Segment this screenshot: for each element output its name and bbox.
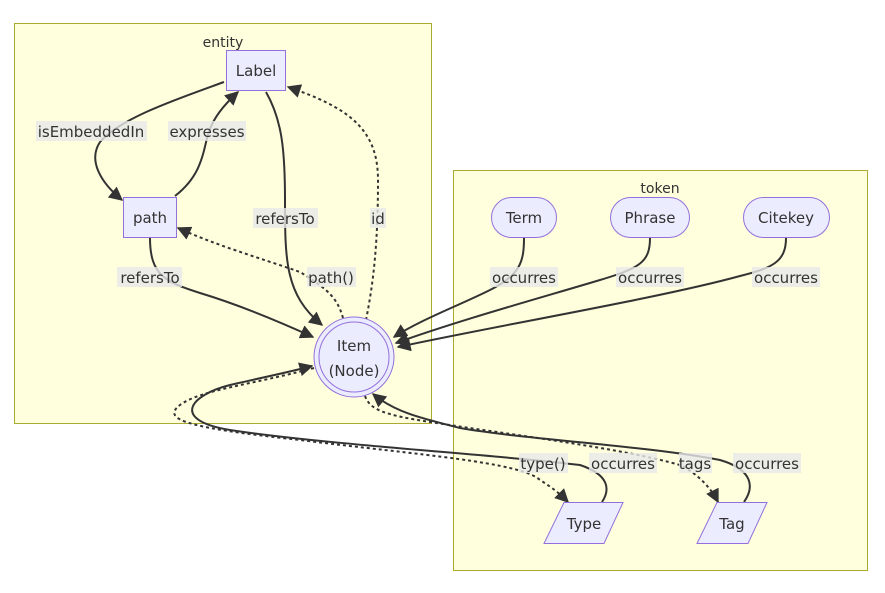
svg-text:Term: Term <box>505 209 542 227</box>
svg-text:type(): type() <box>520 455 565 473</box>
edge-label-to-item[interactable] <box>265 91 324 326</box>
svg-text:Phrase: Phrase <box>625 209 676 227</box>
edge-label-tags: tags <box>679 453 712 473</box>
edge-phrase-to-item[interactable] <box>394 237 651 346</box>
edge-type-to-item[interactable] <box>191 362 608 503</box>
node-item-inner-circle <box>318 321 390 393</box>
svg-text:path(): path() <box>308 269 354 287</box>
node-path[interactable]: path <box>123 197 177 238</box>
edge-label-refersto-path: refersTo <box>117 267 182 287</box>
node-label-box[interactable] <box>226 50 286 91</box>
node-type[interactable]: Type <box>543 502 624 544</box>
node-phrase[interactable]: Phrase <box>610 197 690 238</box>
svg-text:occurres: occurres <box>754 269 818 287</box>
node-label[interactable]: Label <box>226 50 286 91</box>
node-path-box[interactable] <box>123 197 177 238</box>
node-item[interactable]: Item (Node) <box>313 316 395 398</box>
edge-label-path-fn: path() <box>307 267 356 287</box>
edge-label-occurres-phrase: occurres <box>616 267 684 287</box>
svg-text:(Node): (Node) <box>329 362 380 380</box>
node-term-box[interactable] <box>491 197 557 238</box>
edge-term-to-item[interactable] <box>392 237 525 338</box>
svg-text:refersTo: refersTo <box>255 210 314 228</box>
node-type-box[interactable] <box>543 502 624 544</box>
cluster-entity: entity <box>14 23 432 424</box>
edge-label-refersto-label: refersTo <box>253 208 318 228</box>
node-citekey[interactable]: Citekey <box>743 197 830 238</box>
edge-item-to-tag[interactable] <box>364 395 719 504</box>
edge-label-occurres-citekey: occurres <box>752 267 820 287</box>
svg-text:id: id <box>371 210 385 228</box>
edge-label-occurres-tag: occurres <box>733 453 801 473</box>
svg-text:occurres: occurres <box>618 269 682 287</box>
edge-label-id: id <box>370 208 386 228</box>
svg-text:isEmbeddedIn: isEmbeddedIn <box>38 123 145 141</box>
node-tag[interactable]: Tag <box>696 502 768 544</box>
edge-label-occurres-type: occurres <box>589 453 657 473</box>
cluster-token-label: token <box>640 181 679 197</box>
svg-text:occurres: occurres <box>735 455 799 473</box>
node-phrase-box[interactable] <box>610 197 690 238</box>
node-citekey-box[interactable] <box>743 197 830 238</box>
edge-label-isembeddedin: isEmbeddedIn <box>36 121 147 141</box>
svg-text:path: path <box>133 209 167 227</box>
svg-text:Item: Item <box>337 337 371 355</box>
svg-text:Tag: Tag <box>718 515 744 533</box>
edge-item-to-label[interactable] <box>286 84 380 321</box>
edge-label-type-fn: type() <box>519 453 568 473</box>
edge-item-to-path[interactable] <box>176 226 344 319</box>
edge-path-to-item[interactable] <box>149 237 315 339</box>
cluster-entity-label: entity <box>203 35 244 51</box>
node-tag-box[interactable] <box>696 502 768 544</box>
edge-labels: isEmbeddedIn expresses refersTo id refer… <box>36 121 820 473</box>
edge-label-occurres-term: occurres <box>490 267 558 287</box>
svg-text:expresses: expresses <box>169 123 244 141</box>
svg-text:Citekey: Citekey <box>758 209 814 227</box>
node-term[interactable]: Term <box>491 197 557 238</box>
svg-text:occurres: occurres <box>591 455 655 473</box>
svg-text:Type: Type <box>566 515 601 533</box>
svg-text:refersTo: refersTo <box>120 269 179 287</box>
edge-label-expresses: expresses <box>168 121 246 141</box>
svg-text:Label: Label <box>236 62 276 80</box>
svg-text:tags: tags <box>679 455 712 473</box>
edge-citekey-to-item[interactable] <box>396 237 787 352</box>
svg-text:occurres: occurres <box>492 269 556 287</box>
